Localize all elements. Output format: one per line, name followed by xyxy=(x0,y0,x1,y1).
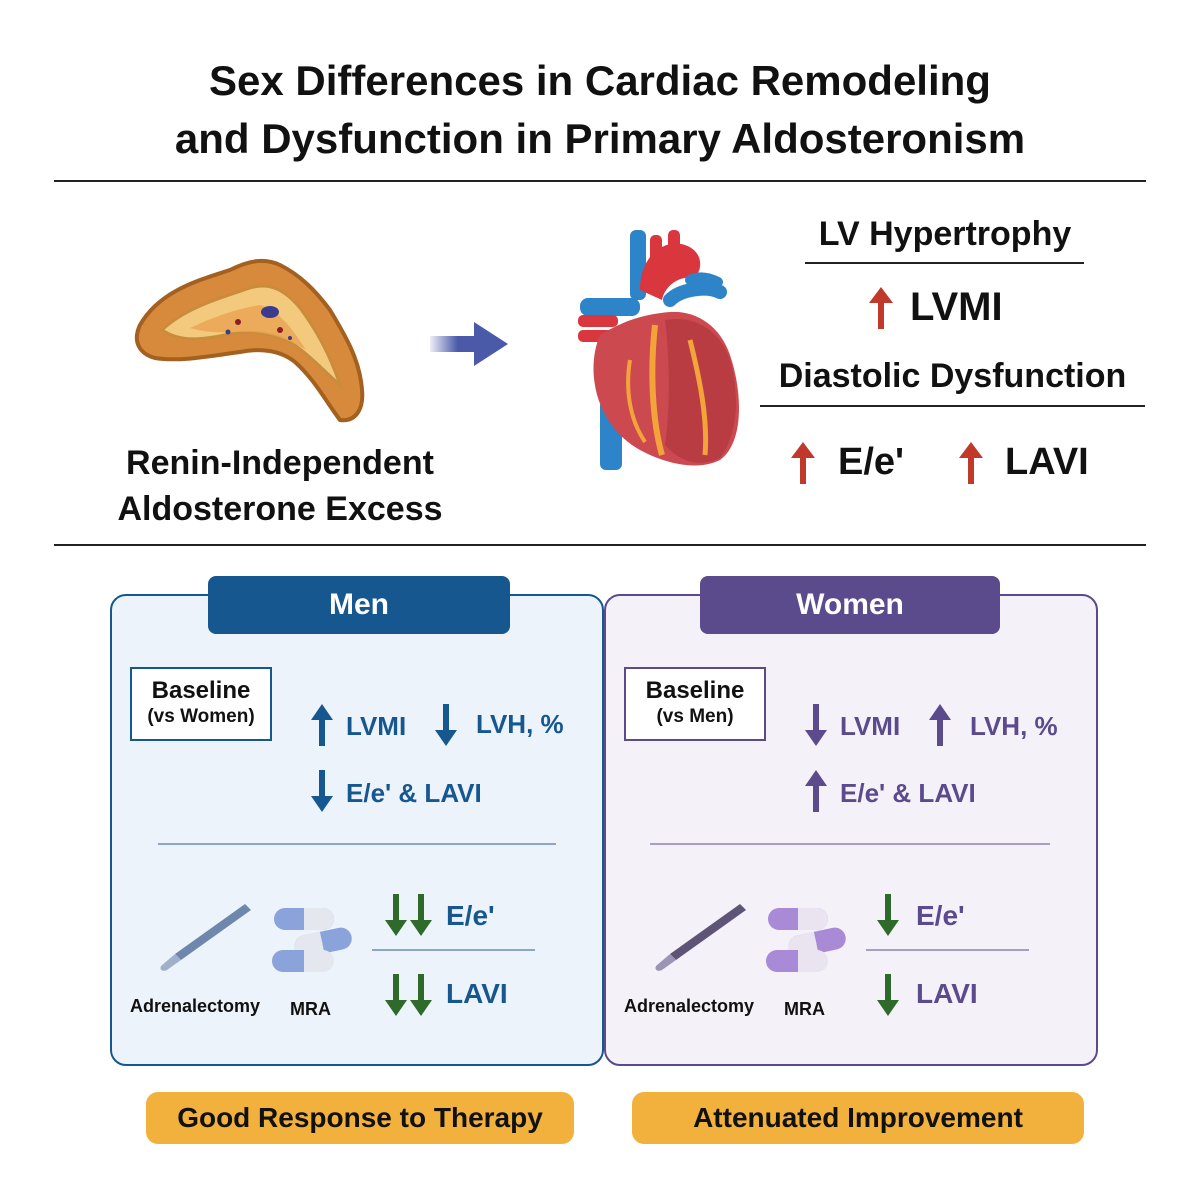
arrow-up-icon xyxy=(791,442,815,484)
scalpel-icon xyxy=(160,904,251,971)
women-lvh-label: LVH, % xyxy=(970,711,1058,741)
men-small-divider xyxy=(372,949,535,951)
arrow-right-icon xyxy=(430,322,508,366)
title-line-1: Sex Differences in Cardiac Remodeling xyxy=(209,57,991,104)
men-lvmi-label: LVMI xyxy=(346,711,407,741)
men-ee-lavi-label: E/e' & LAVI xyxy=(346,778,482,808)
scalpel-icon xyxy=(655,904,746,971)
men-lavi-label: LAVI xyxy=(446,978,508,1009)
arrow-down-icon xyxy=(435,704,457,746)
women-lavi-label: LAVI xyxy=(916,978,978,1009)
men-response-badge: Good Response to Therapy xyxy=(146,1092,574,1144)
arrow-down-icon xyxy=(311,770,333,812)
men-ee-label: E/e' xyxy=(446,900,495,931)
women-baseline-box: Baseline (vs Men) xyxy=(624,667,766,741)
women-divider xyxy=(650,843,1050,845)
men-mra-label: MRA xyxy=(290,999,331,1019)
women-small-divider xyxy=(866,949,1029,951)
diastolic-underline xyxy=(760,405,1145,407)
women-adrenalectomy-label: Adrenalectomy xyxy=(624,996,755,1016)
source-label: Renin-Independent Aldosterone Excess xyxy=(70,440,490,532)
divider-middle xyxy=(54,544,1146,546)
heart-icon xyxy=(578,230,740,470)
source-line-2: Aldosterone Excess xyxy=(117,490,443,528)
arrow-up-icon xyxy=(929,704,951,746)
double-arrow-down-icon xyxy=(385,974,432,1016)
women-lvmi-label: LVMI xyxy=(840,711,901,741)
arrow-up-icon xyxy=(805,770,827,812)
women-baseline-label: Baseline xyxy=(645,677,745,704)
source-line-1: Renin-Independent xyxy=(126,444,434,482)
arrow-up-icon xyxy=(959,442,983,484)
women-baseline-sub: (vs Men) xyxy=(656,706,734,727)
page-title: Sex Differences in Cardiac Remodeling an… xyxy=(0,52,1200,168)
women-response-badge: Attenuated Improvement xyxy=(632,1092,1084,1144)
lavi-label: LAVI xyxy=(1005,441,1089,483)
divider-top xyxy=(54,180,1146,182)
arrow-down-icon xyxy=(877,974,899,1016)
men-tab: Men xyxy=(208,576,510,634)
title-line-2: and Dysfunction in Primary Aldosteronism xyxy=(174,115,1026,162)
arrow-down-icon xyxy=(805,704,827,746)
women-tab: Women xyxy=(700,576,1000,634)
pills-icon xyxy=(766,908,846,972)
women-ee-lavi-label: E/e' & LAVI xyxy=(840,778,976,808)
women-mra-label: MRA xyxy=(784,999,825,1019)
arrow-up-icon xyxy=(311,704,333,746)
pills-icon xyxy=(272,908,352,972)
lvh-underline xyxy=(805,262,1084,264)
men-divider xyxy=(158,843,556,845)
double-arrow-down-icon xyxy=(385,894,432,936)
ee-label: E/e' xyxy=(838,441,905,483)
women-ee-label: E/e' xyxy=(916,900,965,931)
lvmi-label: LVMI xyxy=(910,285,1003,329)
diastolic-heading: Diastolic Dysfunction xyxy=(778,357,1127,395)
men-baseline-box: Baseline (vs Women) xyxy=(130,667,272,741)
arrow-down-icon xyxy=(877,894,899,936)
men-adrenalectomy-label: Adrenalectomy xyxy=(130,996,261,1016)
men-baseline-sub: (vs Women) xyxy=(147,706,255,727)
arrow-up-icon xyxy=(869,287,893,329)
men-lvh-label: LVH, % xyxy=(476,709,564,739)
lvh-heading: LV Hypertrophy xyxy=(818,215,1072,253)
adrenal-gland-icon xyxy=(134,258,365,423)
men-baseline-label: Baseline xyxy=(151,677,251,704)
